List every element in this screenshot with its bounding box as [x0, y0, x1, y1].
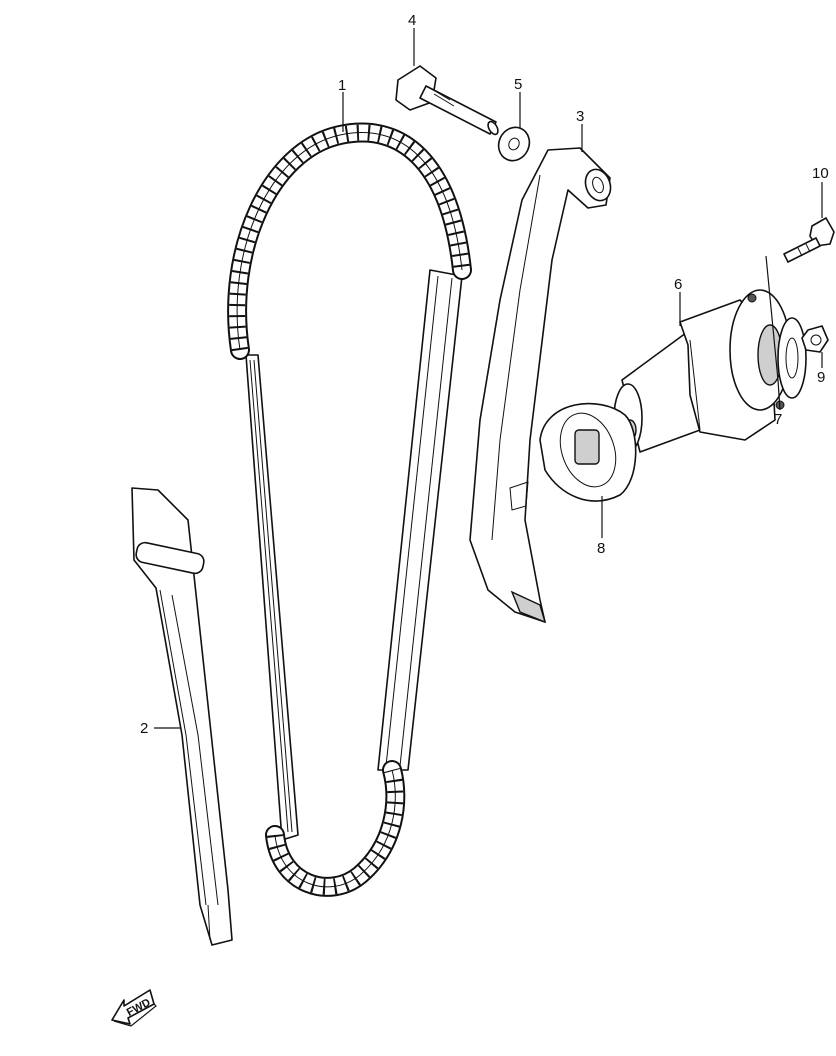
callout-2: 2 [140, 720, 148, 737]
cam-chain [227, 122, 472, 897]
tensioner-adjuster [613, 289, 791, 453]
fwd-label: FWD [125, 996, 153, 1018]
chain-guide [131, 487, 233, 946]
callouts: 1 2 3 4 5 6 7 8 9 10 [140, 12, 829, 737]
gasket-small [777, 317, 807, 399]
callout-1: 1 [338, 77, 346, 94]
small-bolt [783, 217, 835, 263]
washer [497, 126, 531, 162]
callout-5: 5 [514, 76, 522, 93]
fwd-arrow-icon [111, 989, 155, 1025]
callout-3: 3 [576, 108, 584, 125]
callout-10: 10 [812, 165, 829, 182]
gasket-flange [539, 402, 637, 502]
fwd-direction-badge: FWD [111, 989, 157, 1027]
callout-4: 4 [408, 12, 416, 29]
cap-nut [801, 325, 829, 353]
callout-8: 8 [597, 540, 605, 557]
callout-9: 9 [817, 369, 825, 386]
callout-6: 6 [674, 276, 682, 293]
callout-7: 7 [774, 411, 782, 428]
bolt [395, 65, 499, 136]
leader-lines [154, 28, 823, 729]
tensioner-arm [469, 147, 612, 624]
